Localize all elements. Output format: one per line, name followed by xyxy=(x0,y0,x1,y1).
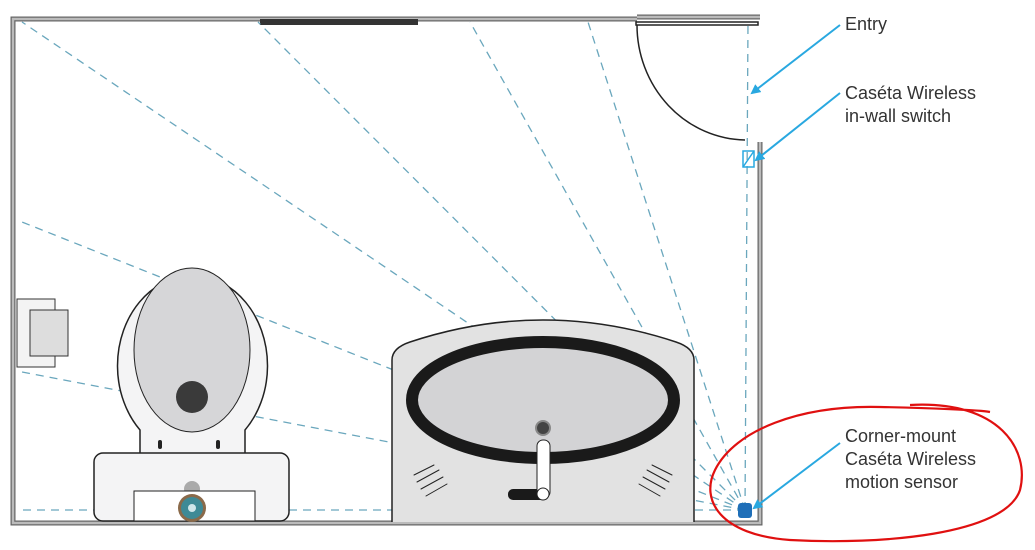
door xyxy=(635,21,759,141)
plant-icon xyxy=(178,494,206,522)
walls xyxy=(10,14,763,526)
motion-sensor xyxy=(738,503,752,518)
highlight-circle xyxy=(709,403,1023,543)
switch-label-line1: Caséta Wireless xyxy=(845,83,977,103)
switch-label-line2: in-wall switch xyxy=(845,106,952,126)
in-wall-switch xyxy=(742,150,755,168)
sensor-label-line2: Caséta Wireless xyxy=(845,449,977,469)
sensor-label-line1: Corner-mount xyxy=(845,426,957,446)
sensor-label-line3: motion sensor xyxy=(845,472,959,492)
window xyxy=(260,19,418,25)
entry-label: Entry xyxy=(845,14,888,34)
sink-vanity xyxy=(391,319,695,522)
toilet xyxy=(93,267,290,522)
callout-arrows xyxy=(750,24,841,510)
toilet-paper-holder xyxy=(16,298,69,368)
